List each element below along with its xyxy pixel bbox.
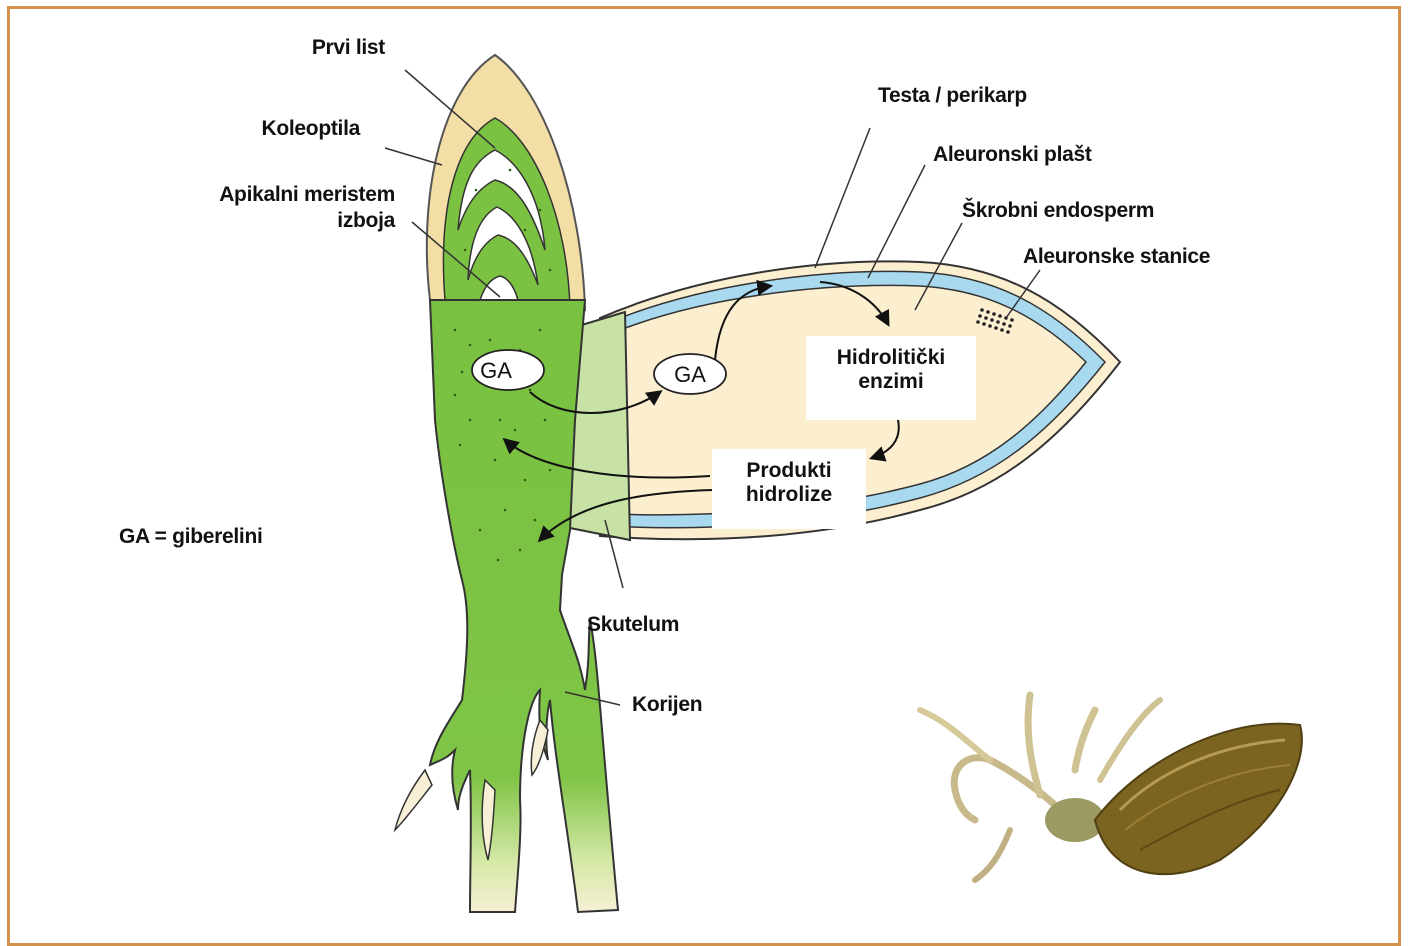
germinating-seed-photo (920, 695, 1302, 880)
label-koleoptila: Koleoptila (240, 117, 360, 140)
root (395, 770, 432, 830)
seed-rootlet (1075, 710, 1095, 770)
label-produkti: Produkti (712, 459, 866, 483)
ga-embryo: GA (472, 350, 544, 390)
label-aleuronski-plast: Aleuronski plašt (933, 143, 1092, 166)
label-prvi-list: Prvi list (290, 36, 385, 59)
label-skrobni-endosperm: Škrobni endosperm (962, 199, 1154, 222)
leader-testa (815, 128, 870, 268)
label-hidrolize: hidrolize (712, 483, 866, 507)
label-skutelum: Skutelum (587, 613, 679, 636)
seed-rootlet (954, 758, 1060, 820)
label-hidroliticki: Hidrolitički (806, 346, 976, 370)
box-produkti-hidrolize: Produkti hidrolize (712, 449, 866, 529)
ga-embryo-label: GA (480, 358, 512, 383)
seed-rootlet (1028, 695, 1040, 795)
seed-rootlet (920, 710, 990, 760)
seed-rootlet (975, 830, 1010, 880)
label-apikalni-meristem: Apikalni meristem (190, 183, 395, 206)
legend-ga: GA = giberelini (119, 525, 263, 548)
label-aleuronske-stanice: Aleuronske stanice (1023, 245, 1210, 268)
label-izboja: izboja (190, 209, 395, 232)
seed-body (1095, 724, 1302, 875)
label-testa-perikarp: Testa / perikarp (878, 84, 1027, 107)
box-hidroliticki-enzimi: Hidrolitički enzimi (806, 336, 976, 420)
seed-germination-diagram: GA GA (0, 0, 1414, 926)
label-enzimi: enzimi (806, 370, 976, 394)
leader-koleoptila (385, 148, 442, 165)
label-korijen: Korijen (632, 693, 702, 716)
ga-endosperm-label: GA (674, 362, 706, 387)
